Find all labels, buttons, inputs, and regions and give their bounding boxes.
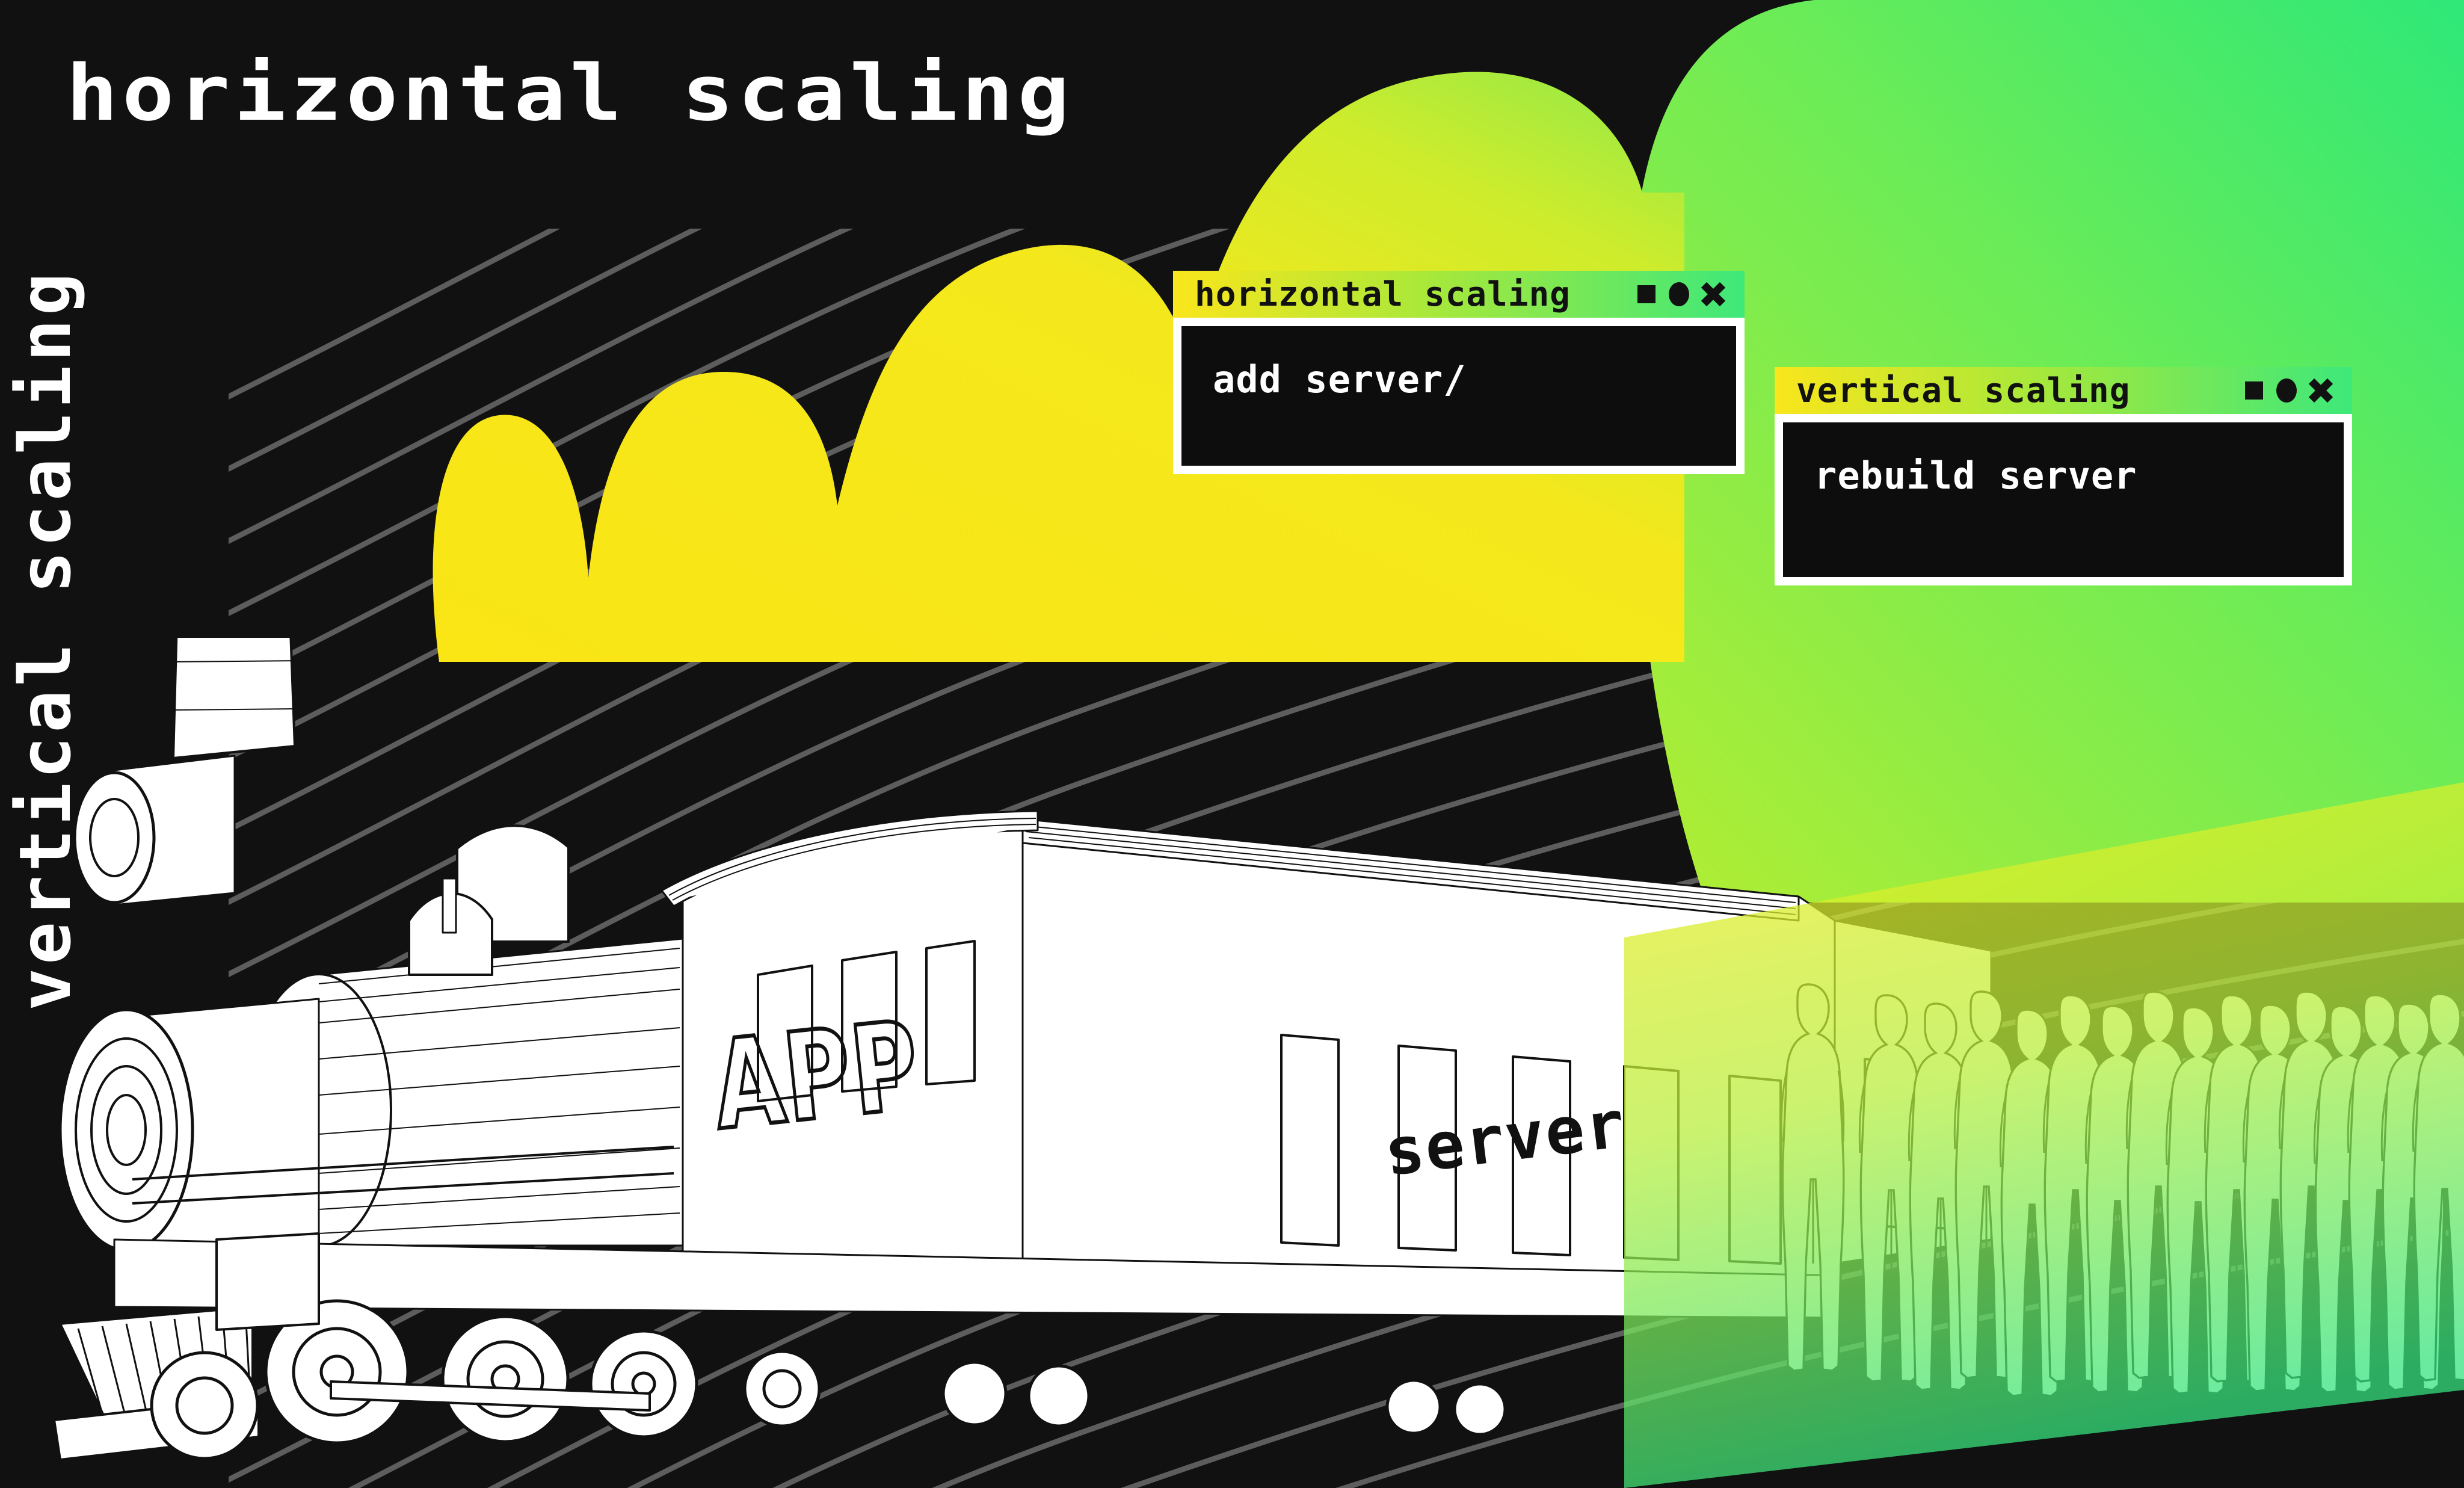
page-title: horizontal scaling (66, 49, 1074, 138)
window-controls (2245, 378, 2332, 403)
window-body: add server/ (1181, 326, 1736, 466)
window-body-text: rebuild server (1814, 454, 2137, 498)
locomotive-line-art (53, 638, 1991, 1461)
minimize-square-icon[interactable] (1637, 285, 1656, 303)
close-icon[interactable] (1702, 283, 1724, 305)
maximize-circle-icon[interactable] (2276, 378, 2297, 403)
smoke-plume (433, 72, 1684, 662)
side-title: vertical scaling (4, 269, 87, 1011)
window-title: vertical scaling (1796, 371, 2131, 410)
window-body-text: add server/ (1213, 357, 1467, 401)
maximize-circle-icon[interactable] (1669, 282, 1689, 306)
window-frame: rebuild server (1775, 414, 2352, 585)
close-icon[interactable] (2310, 380, 2332, 401)
window-titlebar[interactable]: horizontal scaling (1173, 271, 1745, 318)
window-title: horizontal scaling (1195, 274, 1571, 314)
locomotive-app-label: APP (705, 993, 928, 1159)
window-titlebar[interactable]: vertical scaling (1775, 367, 2352, 414)
gradient-light-overlay (1624, 782, 2464, 1488)
window-body: rebuild server (1783, 422, 2344, 577)
window-controls (1637, 282, 1724, 306)
window-frame: add server/ (1173, 318, 1745, 474)
window-vertical-scaling[interactable]: vertical scaling rebuild server (1775, 367, 2352, 585)
window-horizontal-scaling[interactable]: horizontal scaling add server/ (1173, 271, 1745, 474)
minimize-square-icon[interactable] (2245, 381, 2263, 400)
